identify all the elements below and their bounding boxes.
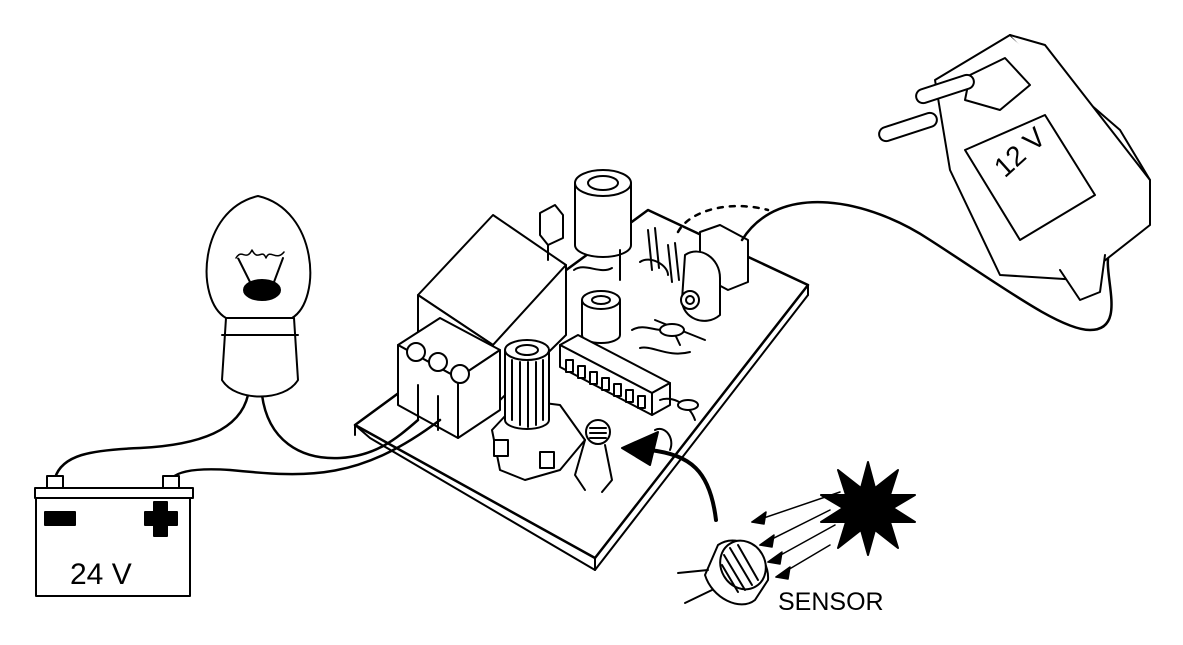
sun-icon bbox=[820, 461, 916, 556]
light-rays bbox=[751, 491, 841, 580]
power-adapter bbox=[878, 34, 1151, 301]
battery-voltage-label: 24 V bbox=[70, 558, 132, 591]
transistor-top bbox=[539, 204, 564, 261]
pointer-arrow bbox=[621, 431, 718, 522]
sensor-label: SENSOR bbox=[778, 588, 884, 616]
wires bbox=[53, 200, 1113, 480]
light-bulb bbox=[205, 195, 312, 398]
battery bbox=[34, 475, 194, 597]
small-capacitor bbox=[581, 290, 621, 344]
dc-jack bbox=[680, 224, 749, 322]
resistors bbox=[573, 227, 706, 451]
sensor-ldr bbox=[677, 539, 770, 606]
ic-chip bbox=[559, 334, 671, 416]
board-ldr bbox=[574, 419, 613, 493]
potentiometer bbox=[491, 339, 586, 481]
large-capacitor bbox=[574, 169, 632, 281]
terminal-block bbox=[397, 317, 501, 439]
